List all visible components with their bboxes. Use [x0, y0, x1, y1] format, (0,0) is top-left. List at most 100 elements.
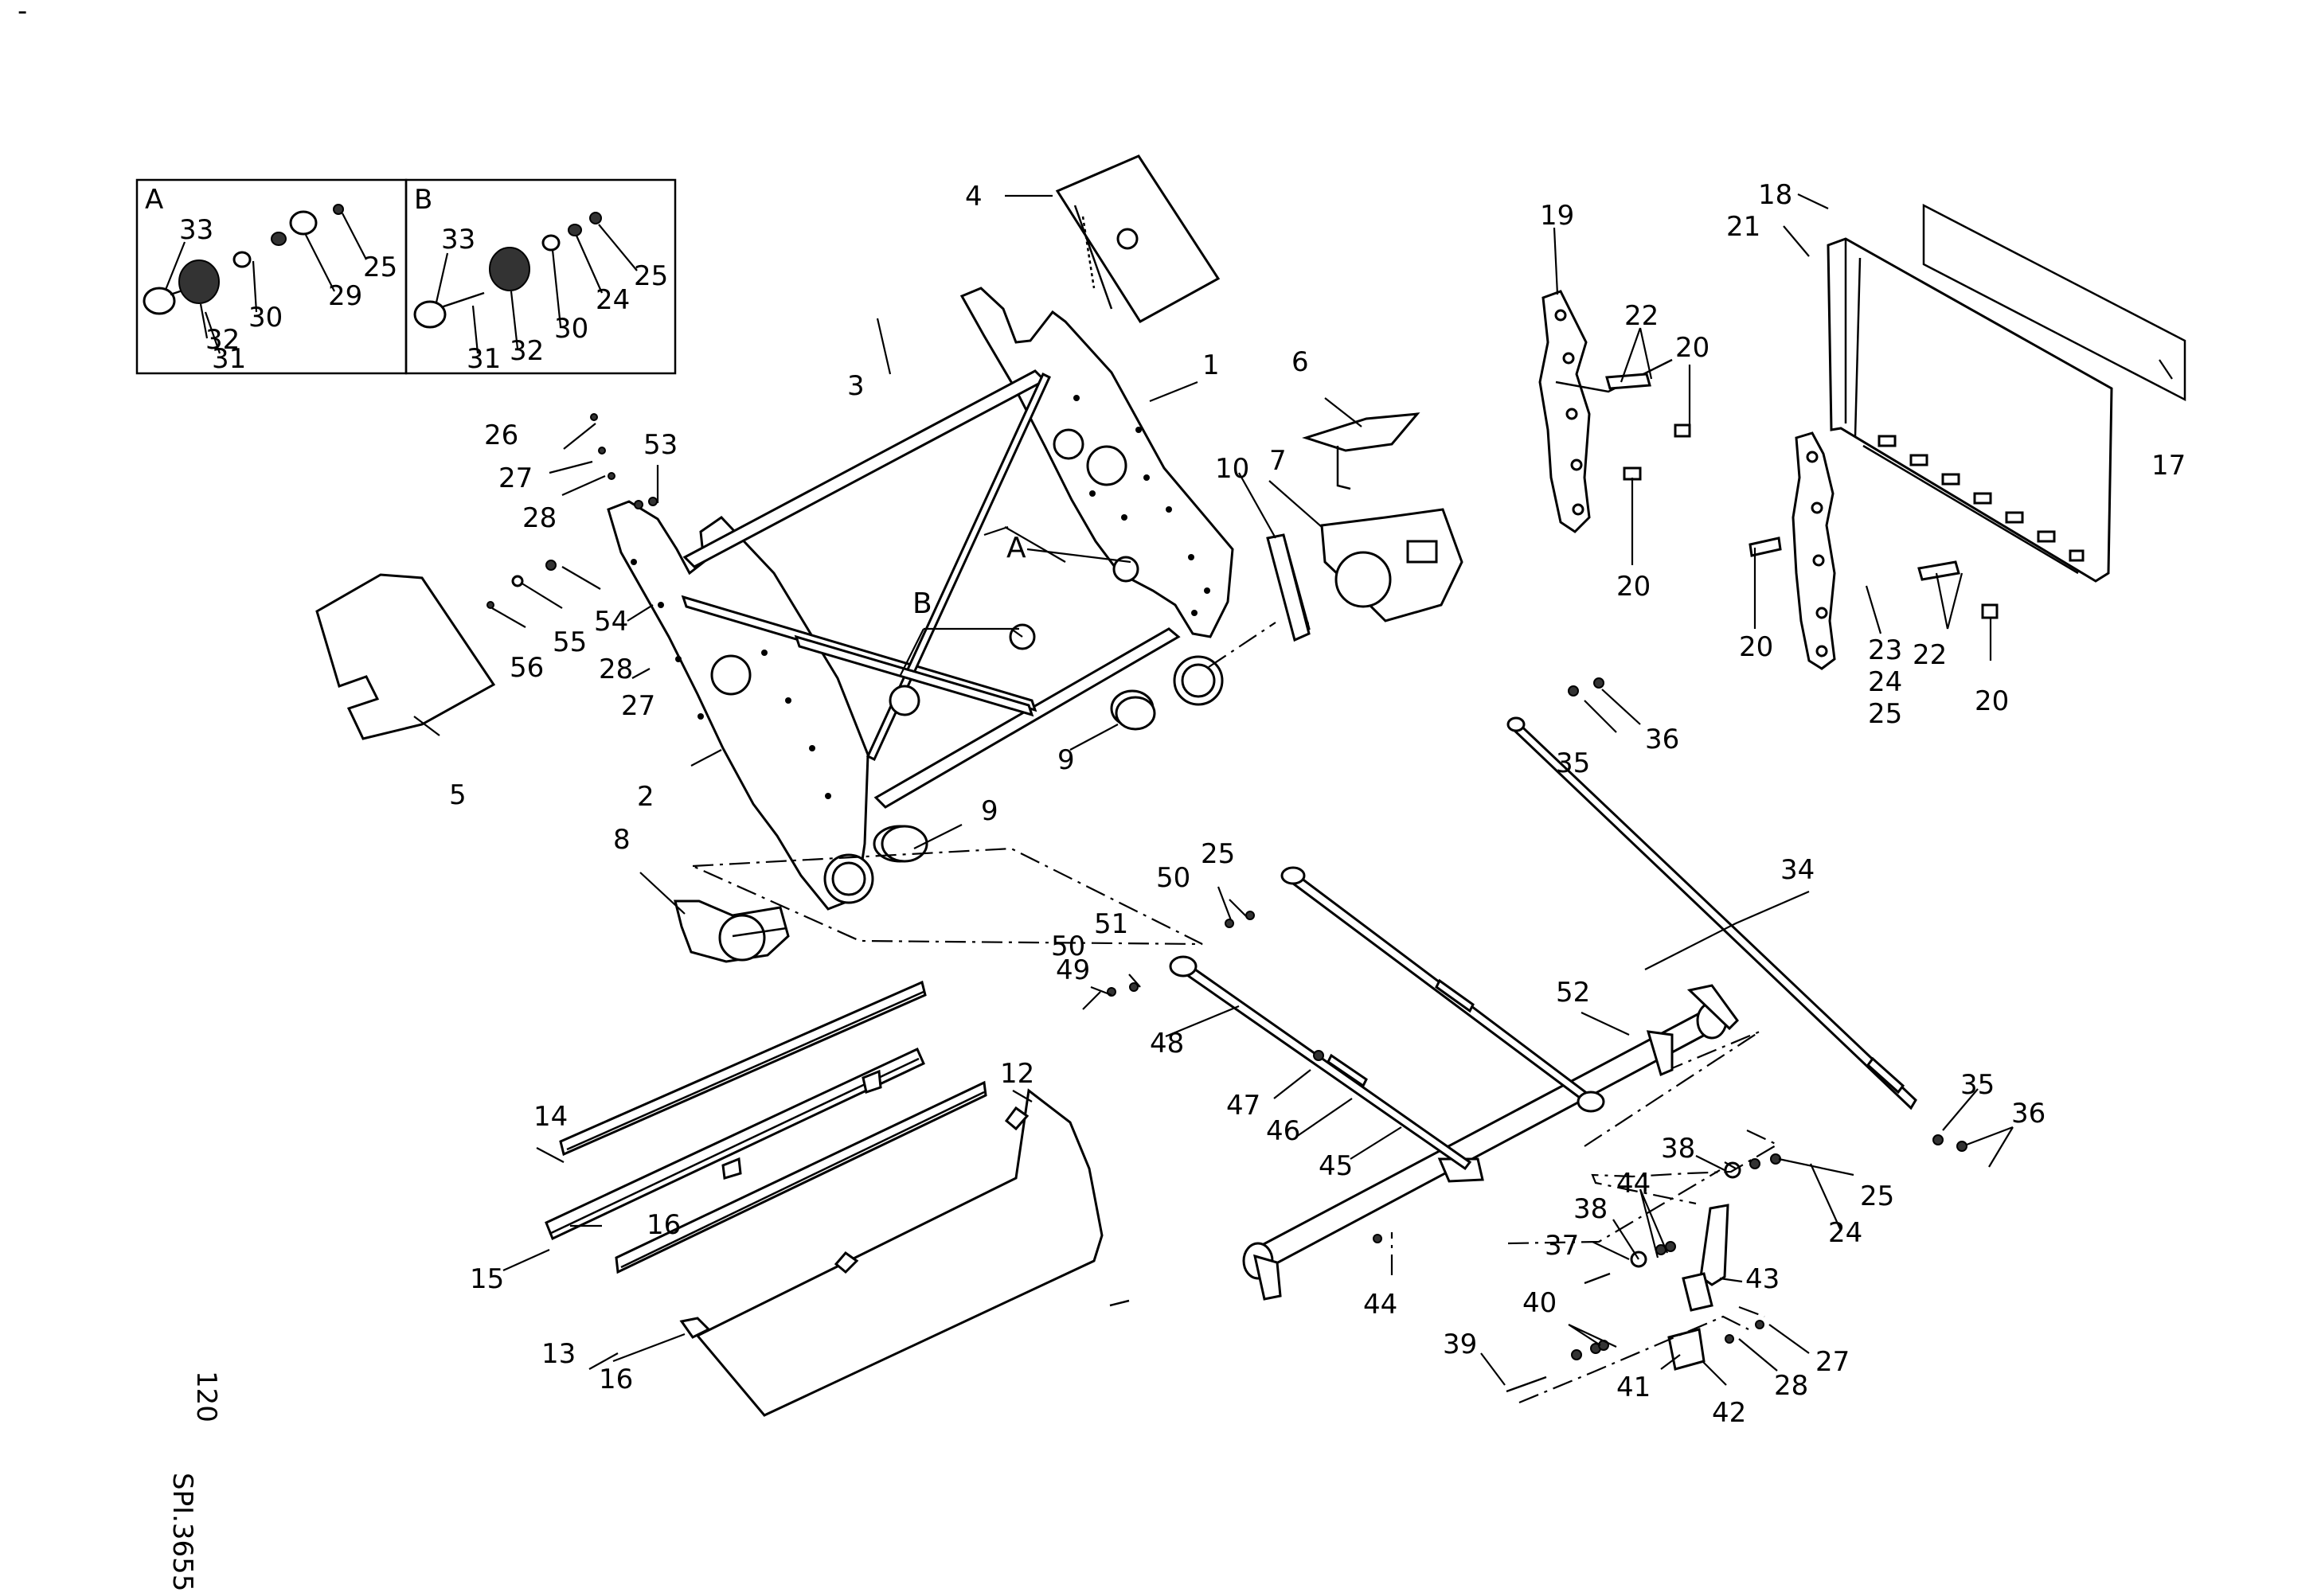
inset-a-title: A [145, 184, 163, 216]
leader-lines [413, 193, 2173, 1386]
callout-13: 13 [541, 1338, 576, 1370]
side-bracket-20 [1749, 431, 1999, 670]
panel-15 [545, 1047, 925, 1241]
detail-inset-a: A 33 32 30 29 25 31 [135, 178, 408, 375]
callout-48: 48 [1150, 1028, 1184, 1059]
panel-12 [679, 1088, 1104, 1417]
callout-52: 52 [1556, 977, 1590, 1009]
callout-46: 46 [1266, 1115, 1300, 1147]
callout-40: 40 [1522, 1287, 1557, 1319]
detail-inset-b: B 33 32 30 24 25 31 [404, 178, 677, 375]
lower-bracket [674, 899, 790, 963]
callout-8: 8 [613, 824, 631, 856]
callout-28a: 28 [522, 502, 557, 534]
callout-51: 51 [1094, 908, 1128, 940]
callout-56: 56 [510, 652, 544, 684]
callout-28b: 28 [599, 654, 633, 685]
left-shield [315, 573, 496, 740]
inset-b-label-5: 25 [634, 260, 668, 292]
callout-50b: 50 [1156, 862, 1190, 894]
callout-45: 45 [1319, 1150, 1353, 1182]
callout-44a: 44 [1363, 1289, 1397, 1321]
drawing-code: SPI.36552 [166, 1473, 198, 1592]
inset-a-label-1: 33 [179, 214, 213, 246]
callout-6: 6 [1291, 346, 1309, 378]
callout-19: 19 [1540, 200, 1574, 232]
side-bracket-19 [1538, 290, 1691, 533]
inset-b-title: B [414, 184, 432, 216]
callout-16a: 16 [647, 1209, 681, 1241]
callout-20c: 20 [1739, 631, 1773, 663]
ref-letter-b: B [912, 587, 932, 620]
callout-27a: 27 [498, 462, 533, 494]
callout-36b: 36 [2011, 1098, 2046, 1130]
callout-22b: 22 [1913, 639, 1947, 671]
callout-20b: 20 [1616, 571, 1651, 603]
callout-18: 18 [1758, 179, 1792, 211]
decal-17 [1922, 203, 2186, 402]
callout-9b: 9 [981, 795, 998, 827]
callout-23: 23 [1868, 634, 1902, 666]
callout-39: 39 [1443, 1329, 1477, 1360]
callout-49: 49 [1056, 954, 1090, 986]
callout-42: 42 [1712, 1397, 1746, 1429]
plate-10 [1266, 533, 1311, 642]
top-cover-plate [1055, 154, 1221, 323]
lever-43 [1667, 1204, 1729, 1371]
callout-24-lever: 24 [1828, 1217, 1862, 1249]
callout-21: 21 [1726, 211, 1760, 243]
callout-43: 43 [1745, 1263, 1780, 1295]
centre-lines [692, 622, 1780, 1404]
callout-27-lever: 27 [1815, 1346, 1850, 1378]
callout-53: 53 [643, 429, 678, 461]
callout-54: 54 [594, 606, 628, 638]
callout-17: 17 [2151, 450, 2186, 482]
callout-22a: 22 [1624, 300, 1659, 332]
callout-labels: 1 2 3 4 5 6 7 8 9 9 10 12 13 14 15 16 16… [449, 179, 2186, 1429]
callout-10: 10 [1215, 453, 1249, 485]
tie-rod-48 [1169, 955, 1472, 1171]
cross-tubes [681, 369, 1181, 809]
callout-47: 47 [1226, 1090, 1260, 1122]
callout-20d: 20 [1975, 685, 2009, 717]
callout-20a: 20 [1675, 332, 1709, 364]
callout-4: 4 [965, 181, 983, 213]
washers-9 [881, 696, 1156, 863]
callout-2: 2 [637, 781, 654, 813]
axle-tube-44 [1242, 984, 1739, 1301]
callout-26: 26 [484, 419, 518, 451]
inset-a-label-5: 25 [363, 252, 397, 283]
callout-44b: 44 [1616, 1168, 1651, 1200]
callout-36a: 36 [1645, 724, 1679, 755]
callout-28-lever: 28 [1774, 1370, 1808, 1402]
panel-14 [559, 980, 927, 1157]
callout-25-lever: 25 [1860, 1180, 1894, 1212]
callout-35a: 35 [1556, 747, 1590, 779]
long-rod-34 [1506, 716, 1917, 1110]
callout-5: 5 [449, 779, 467, 811]
inset-b-label-1: 33 [441, 224, 475, 256]
callout-27b: 27 [621, 690, 655, 722]
callout-55: 55 [553, 626, 587, 658]
callout-24: 24 [1868, 666, 1902, 698]
callout-14: 14 [533, 1101, 568, 1133]
page-number: 120 [190, 1371, 222, 1422]
tie-rod-45 [1280, 866, 1605, 1113]
ref-letter-a: A [1006, 532, 1026, 564]
left-side-plate [607, 500, 874, 911]
corner-mark: - [18, 0, 27, 27]
callout-12: 12 [1000, 1058, 1034, 1090]
callout-35b: 35 [1960, 1069, 1995, 1101]
callout-38b: 38 [1573, 1193, 1608, 1225]
callout-34: 34 [1780, 854, 1815, 886]
inset-b-label-2: 32 [510, 335, 544, 367]
callout-3: 3 [847, 370, 865, 402]
inset-a-label-3: 30 [248, 302, 283, 334]
fasteners [486, 413, 1967, 1393]
callout-9a: 9 [1057, 744, 1075, 776]
callout-25: 25 [1868, 698, 1902, 730]
panel-13 [615, 1080, 987, 1274]
panel-18 [1827, 237, 2113, 583]
inset-b-label-6: 31 [467, 343, 501, 375]
